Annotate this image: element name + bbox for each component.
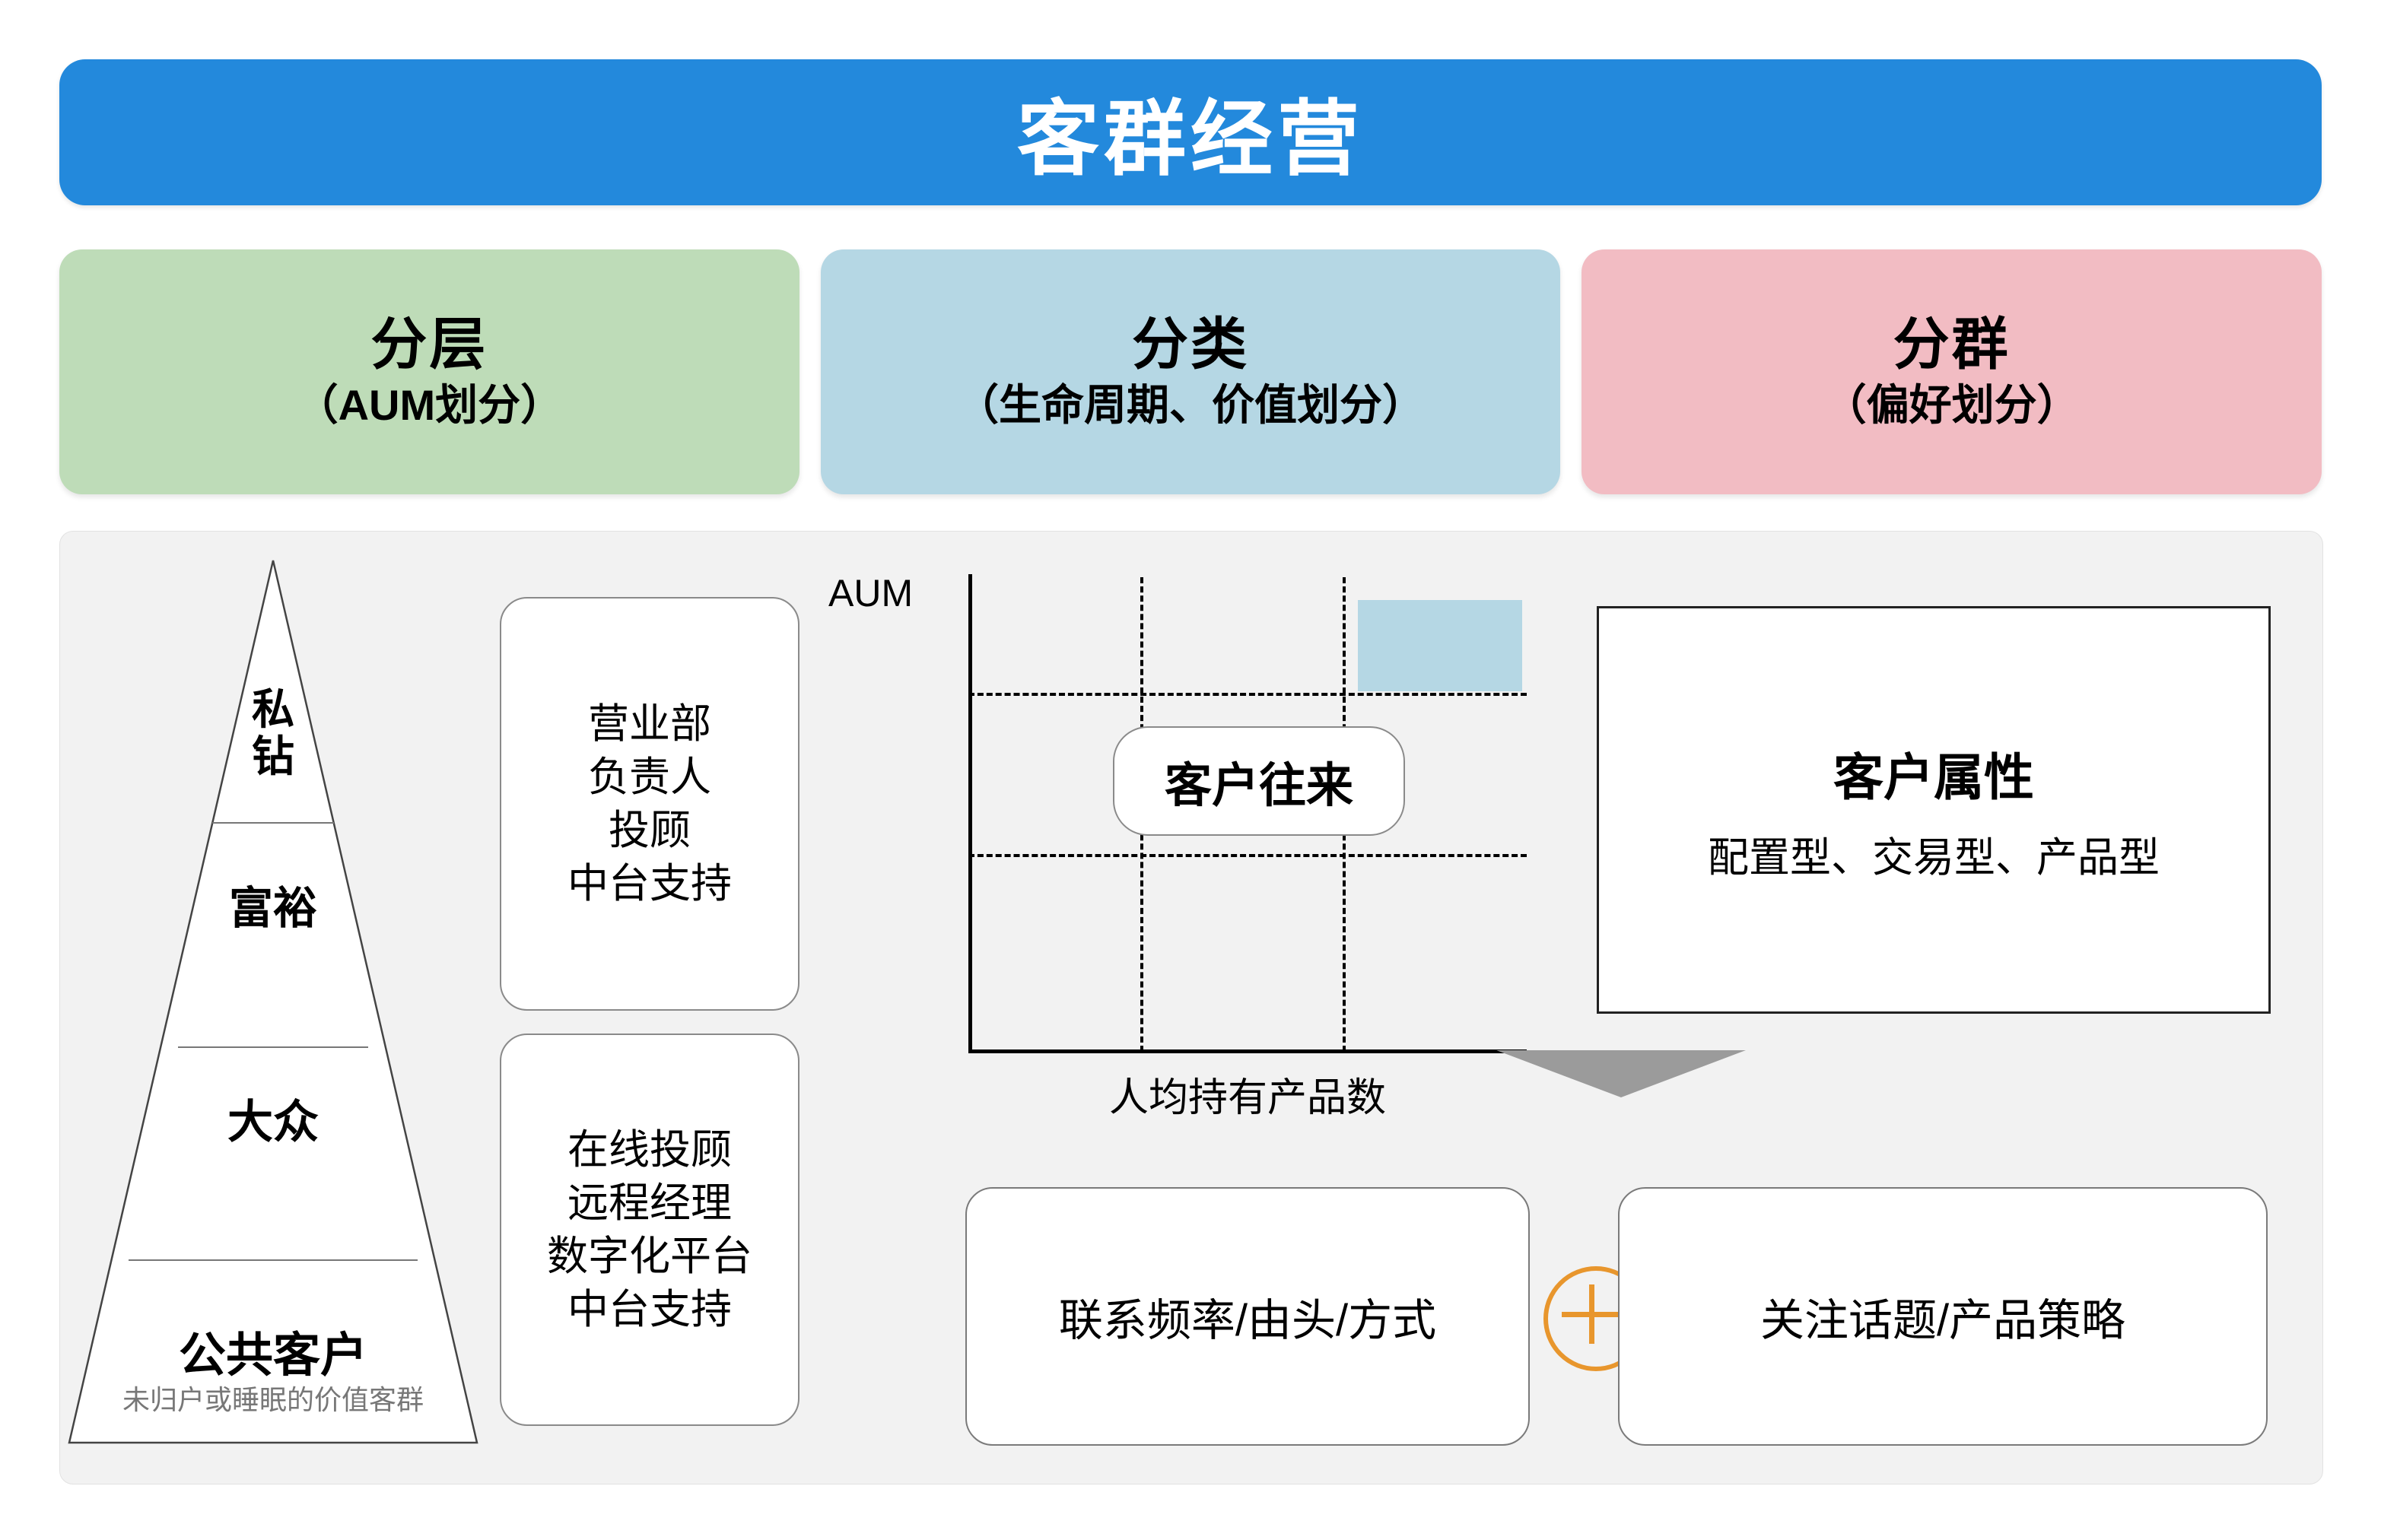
service-line: 中台支持 — [567, 1287, 732, 1333]
chart-x-axis-label: 人均持有产品数 — [1108, 1076, 1386, 1120]
pyramid-tier-label-affluent: 富裕 — [228, 884, 317, 933]
category-title-classification: 分类 — [1132, 312, 1249, 376]
chart-highlight-region — [1358, 600, 1522, 691]
category-card-layering[interactable]: 分层 （AUM划分） — [59, 249, 799, 494]
contact-strategy-box[interactable]: 联系频率/由头/方式 — [965, 1187, 1530, 1446]
pyramid-shape — [68, 560, 478, 1444]
down-arrow-icon — [1496, 1050, 1746, 1097]
category-card-row: 分层 （AUM划分） 分类 （生命周期、价值划分） 分群 （偏好划分） — [59, 249, 2322, 494]
service-line: 数字化平台 — [547, 1234, 752, 1279]
service-line: 营业部 — [588, 700, 711, 747]
category-subtitle-layering: （AUM划分） — [295, 380, 564, 429]
chart-y-axis-line — [968, 574, 972, 1053]
pyramid-tier-label-public: 公共客户 — [178, 1329, 367, 1382]
category-card-segmentation[interactable]: 分群 （偏好划分） — [1582, 249, 2322, 494]
category-subtitle-segmentation: （偏好划分） — [1823, 380, 2080, 429]
service-line: 在线投顾 — [567, 1126, 732, 1173]
aum-product-chart: AUM 客户往来 人均持有产品数 — [821, 571, 1551, 1120]
service-box-online[interactable]: 在线投顾 远程经理 数字化平台 中台支持 — [500, 1034, 799, 1426]
service-box-offline[interactable]: 营业部 负责人 投顾 中台支持 — [500, 597, 799, 1011]
chart-x-axis-line — [968, 1049, 1527, 1053]
chart-gridline-horizontal — [968, 693, 1527, 696]
plus-icon-vertical-bar — [1589, 1284, 1594, 1344]
customer-attribute-subtitle: 配置型、交易型、产品型 — [1708, 834, 2160, 881]
category-card-classification[interactable]: 分类 （生命周期、价值划分） — [820, 249, 1561, 494]
service-line: 远程经理 — [567, 1180, 732, 1226]
topic-product-strategy-box[interactable]: 关注话题/产品策略 — [1618, 1187, 2268, 1446]
main-content-panel: 私钻 富裕 大众 公共客户 未归户或睡眠的价值客群 营业部 负责人 投顾 中台支… — [59, 531, 2323, 1484]
category-title-layering: 分层 — [370, 312, 488, 376]
page-title-banner: 客群经营 — [59, 59, 2322, 205]
pyramid-tier-sublabel-public: 未归户或睡眠的价值客群 — [122, 1384, 424, 1415]
customer-attribute-title: 客户属性 — [1833, 748, 2034, 805]
service-line: 负责人 — [588, 754, 711, 800]
chart-plot-area: 客户往来 — [968, 574, 1527, 1053]
category-subtitle-classification: （生命周期、价值划分） — [956, 380, 1425, 429]
service-line: 投顾 — [609, 808, 691, 853]
service-line: 中台支持 — [567, 861, 732, 907]
chart-y-axis-label: AUM — [828, 572, 914, 614]
customer-tier-pyramid: 私钻 富裕 大众 公共客户 未归户或睡眠的价值客群 — [60, 553, 486, 1458]
category-title-segmentation: 分群 — [1893, 312, 2011, 376]
customer-interaction-chip[interactable]: 客户往来 — [1113, 726, 1405, 836]
pyramid-tier-label-mass: 大众 — [227, 1097, 319, 1148]
pyramid-tier-label-private-diamond: 私钻 — [252, 685, 294, 780]
page-title: 客群经营 — [1016, 93, 1364, 185]
chart-gridline-horizontal — [968, 854, 1527, 857]
customer-attribute-box[interactable]: 客户属性 配置型、交易型、产品型 — [1597, 606, 2271, 1014]
